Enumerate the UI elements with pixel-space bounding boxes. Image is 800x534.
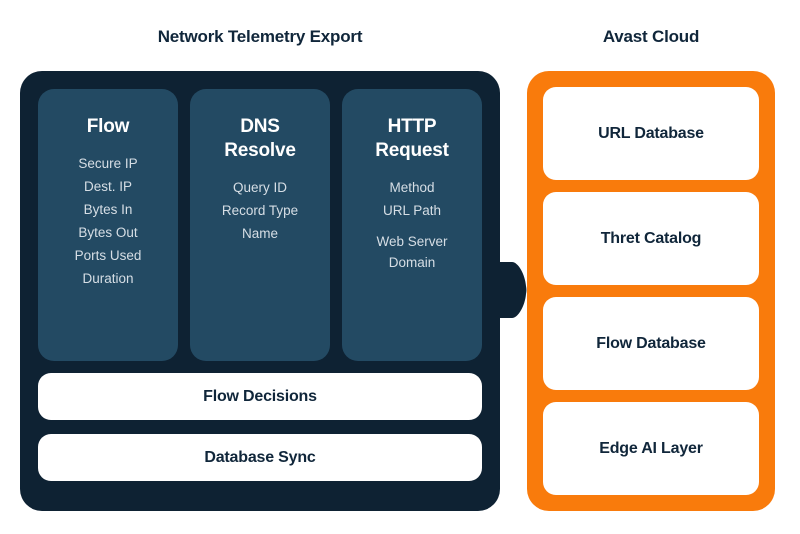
telemetry-card-dns-resolve[interactable]: DNS Resolve Query ID Record Type Name	[190, 89, 330, 361]
cloud-card-edge-ai-layer[interactable]: Edge AI Layer	[543, 402, 759, 495]
list-item: Secure IP	[78, 156, 138, 171]
list-item: Method	[389, 180, 435, 195]
cloud-card-url-database[interactable]: URL Database	[543, 87, 759, 180]
left-panel-title: Network Telemetry Export	[157, 27, 363, 46]
telemetry-card-dns-resolve-items: Query ID Record Type Name	[222, 177, 298, 244]
bar-flow-decisions[interactable]: Flow Decisions	[38, 373, 482, 420]
list-item: Name	[241, 226, 278, 241]
arrow-right-icon	[498, 262, 527, 318]
telemetry-card-flow-items: Secure IP Dest. IP Bytes In Bytes Out Po…	[75, 153, 142, 289]
list-item: URL Path	[382, 203, 442, 218]
network-telemetry-export-panel: Flow Secure IP Dest. IP Bytes In Bytes O…	[20, 71, 500, 511]
list-item: Record Type	[221, 203, 299, 218]
list-item: Query ID	[232, 180, 287, 195]
bar-database-sync[interactable]: Database Sync	[38, 434, 482, 481]
avast-cloud-panel: URL Database Thret Catalog Flow Database…	[527, 71, 775, 511]
list-item: Ports Used	[74, 248, 142, 263]
telemetry-card-flow[interactable]: Flow Secure IP Dest. IP Bytes In Bytes O…	[38, 89, 178, 361]
telemetry-card-flow-title: Flow	[86, 116, 130, 137]
telemetry-card-http-request[interactable]: HTTP Request Method URL Path Web Server …	[342, 89, 482, 361]
telemetry-card-http-request-items: Method URL Path Web Server Domain	[376, 177, 447, 273]
telemetry-columns: Flow Secure IP Dest. IP Bytes In Bytes O…	[38, 89, 482, 361]
right-panel-title: Avast Cloud	[602, 27, 700, 46]
list-item: Dest. IP	[83, 179, 132, 194]
list-item: Bytes In	[83, 202, 133, 217]
telemetry-card-http-request-title: HTTP Request	[375, 116, 449, 161]
cloud-card-thret-catalog[interactable]: Thret Catalog	[543, 192, 759, 285]
telemetry-card-dns-resolve-title: DNS Resolve	[224, 116, 296, 161]
list-item: Duration	[82, 271, 134, 286]
list-item: Bytes Out	[78, 225, 138, 240]
telemetry-wide-bars: Flow Decisions Database Sync	[38, 373, 482, 481]
cloud-card-flow-database[interactable]: Flow Database	[543, 297, 759, 390]
list-item: Web Server Domain	[376, 234, 448, 270]
